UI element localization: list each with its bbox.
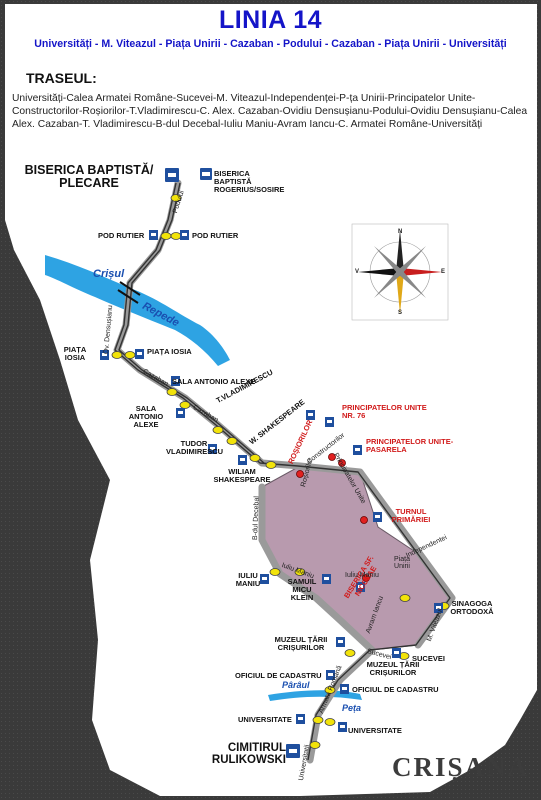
stop-label-sala-antonio-alexe-left: SALA ANTONIO ALEXE — [128, 404, 164, 429]
stop-marker — [296, 470, 304, 478]
stop-label-oficiul-de-cadastru-left: OFICIUL DE CADASTRU — [235, 671, 322, 680]
stop-marker — [265, 461, 277, 469]
stop-label-iuliu-maniu: IULIU MANIU — [235, 571, 261, 588]
bus-sign-icon — [100, 350, 109, 360]
stop-label-sinagoga-ortodoxa: SINAGOGA ORTODOXĂ — [450, 599, 494, 616]
bus-sign-icon — [200, 168, 212, 180]
river-label-crisul: Crișul — [93, 268, 125, 280]
bus-sign-icon — [180, 230, 189, 240]
bus-sign-icon — [326, 670, 335, 680]
bus-sign-icon — [238, 455, 247, 465]
stop-marker — [160, 232, 172, 240]
bridge-mark — [117, 281, 141, 304]
street-label-piata-unirii: Piața Unirii — [394, 556, 410, 570]
bus-sign-icon — [165, 168, 179, 182]
bus-sign-icon — [135, 349, 144, 359]
bus-sign-icon — [208, 444, 217, 454]
bus-sign-icon — [353, 445, 362, 455]
compass-west-label: V — [355, 269, 360, 275]
crisul-repede-river — [45, 255, 230, 366]
stop-label-piata-iosia-right: PIAȚA IOSIA — [147, 347, 192, 356]
stop-label-tudor-vladimirescu: TUDOR VLADIMIRESCU — [166, 439, 224, 456]
route-subtitle: Universități - M. Viteazul - Piața Uniri… — [34, 38, 507, 50]
stop-marker — [312, 716, 324, 724]
bus-sign-icon — [325, 417, 334, 427]
bus-sign-icon — [149, 230, 158, 240]
stop-label-biserica-baptista: BISERICA BAPTISTĂ/ PLECARE — [24, 163, 154, 191]
bus-sign-icon — [392, 648, 401, 658]
stop-marker — [324, 686, 336, 694]
route-description: Universități-Calea Armatei Române-Suceve… — [12, 93, 528, 130]
stop-label-cimitirul-rulikowski: CIMITIRUL RULIKOWSKI — [211, 742, 286, 767]
street-label-iuliu-maniu-2: Iuliu Maniu — [345, 572, 379, 579]
stop-label-wiliam-shakespeare: WILIAM SHAKESPEARE — [213, 467, 271, 484]
stop-label-sala-antonio-alexe-right: SALA ANTONIO ALEXE — [172, 377, 256, 386]
bus-signs — [100, 168, 443, 758]
stop-label-pod-rutier-right: POD RUTIER — [192, 231, 239, 240]
stop-marker — [170, 194, 182, 202]
stop-marker — [179, 401, 191, 409]
stop-marker — [344, 649, 356, 657]
stop-label-turnul-primariei: TURNUL PRIMĂRIEI — [391, 507, 431, 524]
stop-marker — [399, 594, 411, 602]
bus-sign-icon — [296, 714, 305, 724]
bus-sign-icon — [338, 722, 347, 732]
stop-marker — [324, 718, 336, 726]
bus-sign-icon — [322, 574, 331, 584]
stop-marker — [249, 454, 261, 462]
stream-label-peta: Peța — [342, 703, 362, 713]
stop-marker — [226, 437, 238, 445]
stop-label-oficiul-de-cadastru-right: OFICIUL DE CADASTRU — [352, 685, 439, 694]
paraul-peta-stream — [268, 690, 362, 701]
stop-label-universitate-right: UNIVERSITATE — [348, 726, 402, 735]
route-heading: TRASEUL: — [26, 70, 97, 86]
page-title: LINIA 14 — [218, 6, 323, 34]
compass-north-label: N — [398, 229, 403, 235]
bus-sign-icon — [356, 582, 365, 592]
compass-rose-icon — [351, 223, 449, 321]
bus-sign-icon — [260, 574, 269, 584]
stop-marker — [294, 568, 306, 576]
stop-marker — [328, 453, 336, 461]
stop-label-muzeul-tarii-crisurilor-right: MUZEUL ȚĂRII CRIȘURILOR — [366, 660, 420, 677]
stop-label-pod-rutier-left: POD RUTIER — [98, 231, 145, 240]
stop-label-piata-iosia-left: PIAȚA IOSIA — [63, 345, 87, 362]
center-stop-markers — [296, 453, 370, 582]
watermark-logo: CRIȘANA — [392, 752, 530, 782]
stop-markers — [111, 194, 450, 749]
stop-label-sucevei: SUCEVEI — [412, 654, 445, 663]
stop-marker — [111, 351, 123, 359]
compass-east-label: E — [441, 269, 446, 275]
stop-marker — [124, 351, 136, 359]
stop-label-samuil-micu-klein: SAMUIL MICU KLEIN — [287, 577, 317, 602]
header-panel — [5, 4, 537, 164]
stream-label-paraul: Pârâul — [282, 680, 310, 690]
stop-label-biserica-baptista-rogerius: BISERICA BAPTISTĂ ROGERIUS/SOSIRE — [214, 169, 285, 194]
stop-label-muzeul-tarii-crisurilor-left: MUZEUL ȚĂRII CRIȘURILOR — [274, 635, 328, 652]
stop-marker — [338, 459, 346, 467]
bus-sign-icon — [176, 408, 185, 418]
bus-sign-icon — [171, 376, 180, 386]
stop-marker — [166, 388, 178, 396]
bus-sign-icon — [373, 512, 382, 522]
bus-sign-icon — [306, 410, 315, 420]
stop-marker — [170, 232, 182, 240]
stop-marker — [362, 574, 370, 582]
stop-label-principatelor-unite-76: PRINCIPATELOR UNITE NR. 76 — [342, 403, 427, 420]
stop-marker — [212, 426, 224, 434]
stop-label-universitate-left: UNIVERSITATE — [238, 715, 292, 724]
bus-sign-icon — [286, 744, 300, 758]
bus-sign-icon — [434, 603, 443, 613]
stop-marker — [269, 568, 281, 576]
compass-south-label: S — [398, 310, 403, 316]
stop-marker — [360, 516, 368, 524]
bus-sign-icon — [336, 637, 345, 647]
bus-sign-icon — [340, 684, 349, 694]
stop-label-principatelor-unite-pasarela: PRINCIPATELOR UNITE-PASARELA — [366, 437, 454, 454]
stop-marker — [309, 741, 321, 749]
